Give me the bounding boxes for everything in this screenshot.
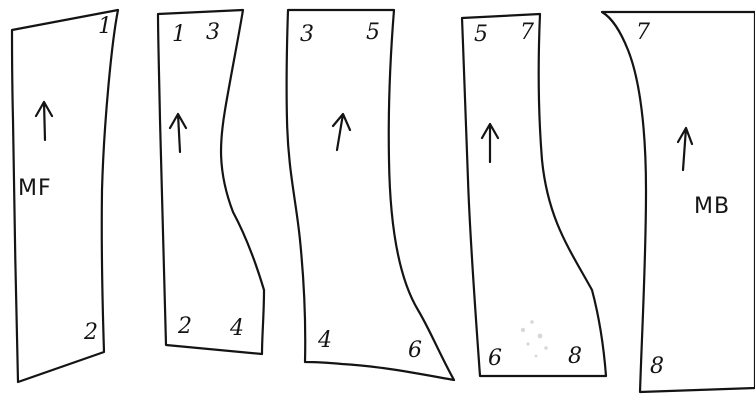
strip-2-bottom-right-label: 4: [230, 318, 244, 340]
strip-1-up-arrow: [36, 102, 52, 140]
strip-2-bottom-left-label: 2: [178, 316, 192, 338]
strip-4-top-right-label: 7: [520, 22, 534, 44]
strip-4-top-left-label: 5: [474, 24, 488, 46]
strip-4-up-arrow: [482, 124, 498, 162]
strip-1-side-label: MF: [18, 178, 52, 200]
strip-5-side-label: MB: [694, 196, 730, 218]
strip-2-outline: [158, 10, 264, 354]
strip-4: [462, 14, 606, 376]
strip-3-outline: [287, 10, 454, 380]
strip-4-bottom-left-label: 6: [488, 348, 502, 370]
strip-4-bottom-right-label: 8: [568, 346, 582, 368]
strip-5: [602, 12, 755, 392]
strip-2-up-arrow: [170, 114, 186, 152]
strip-5-up-arrow: [678, 128, 692, 170]
strip-3-up-arrow: [333, 114, 350, 150]
strip-3-top-left-label: 3: [300, 24, 314, 46]
strip-2-top-right-label: 3: [206, 22, 220, 44]
strip-1-bottom-right-label: 2: [84, 322, 98, 344]
strip-2: [158, 10, 264, 354]
strip-5-bottom-left-label: 8: [650, 356, 664, 378]
strip-1-top-right-label: 1: [98, 16, 112, 38]
strip-5-outline: [602, 12, 755, 392]
strip-3-bottom-left-label: 4: [318, 330, 332, 352]
strip-3-bottom-right-label: 6: [408, 340, 422, 362]
strip-4-outline: [462, 14, 606, 376]
strip-3: [287, 10, 454, 380]
smudge-marks: [521, 320, 548, 357]
strip-3-top-right-label: 5: [366, 22, 380, 44]
strip-2-top-left-label: 1: [172, 24, 186, 46]
strip-5-top-left-label: 7: [636, 22, 650, 44]
